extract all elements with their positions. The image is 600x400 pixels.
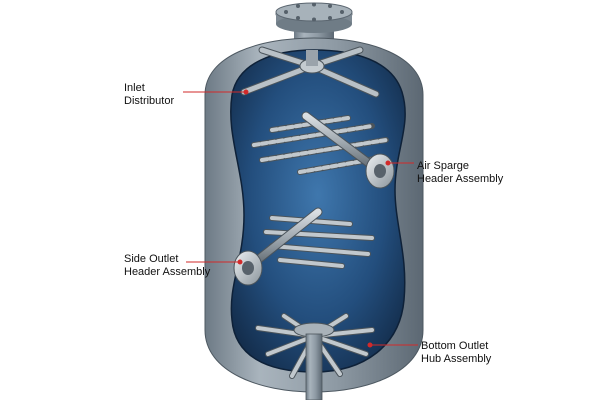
- bottom-outlet-hub-label-line1: Bottom Outlet: [421, 340, 489, 352]
- air-sparge-header-label-line1: Air Sparge: [417, 160, 469, 172]
- air-sparge-header-label: Air Sparge Header Assembly: [417, 160, 503, 186]
- bottom-outlet-hub-label-line2: Hub Assembly: [421, 353, 492, 365]
- inlet-distributor: [240, 46, 380, 98]
- air-sparge-header: [251, 111, 395, 189]
- side-outlet-header-label-line1: Side Outlet: [124, 253, 179, 265]
- inlet-distributor-label-line2: Distributor: [124, 95, 175, 107]
- side-outlet-header-label-line2: Header Assembly: [124, 266, 211, 278]
- side-outlet-header: [233, 207, 375, 286]
- bottom-outlet-hub: [255, 313, 375, 400]
- top-nozzle: [275, 2, 353, 50]
- side-outlet-header-label: Side Outlet Header Assembly: [124, 253, 210, 279]
- leader-lines: [183, 89, 418, 348]
- inlet-distributor-label-line1: Inlet: [124, 82, 145, 94]
- air-sparge-header-label-line2: Header Assembly: [417, 173, 504, 185]
- inlet-distributor-label: Inlet Distributor: [124, 82, 174, 108]
- bottom-outlet-hub-label: Bottom Outlet Hub Assembly: [421, 340, 491, 366]
